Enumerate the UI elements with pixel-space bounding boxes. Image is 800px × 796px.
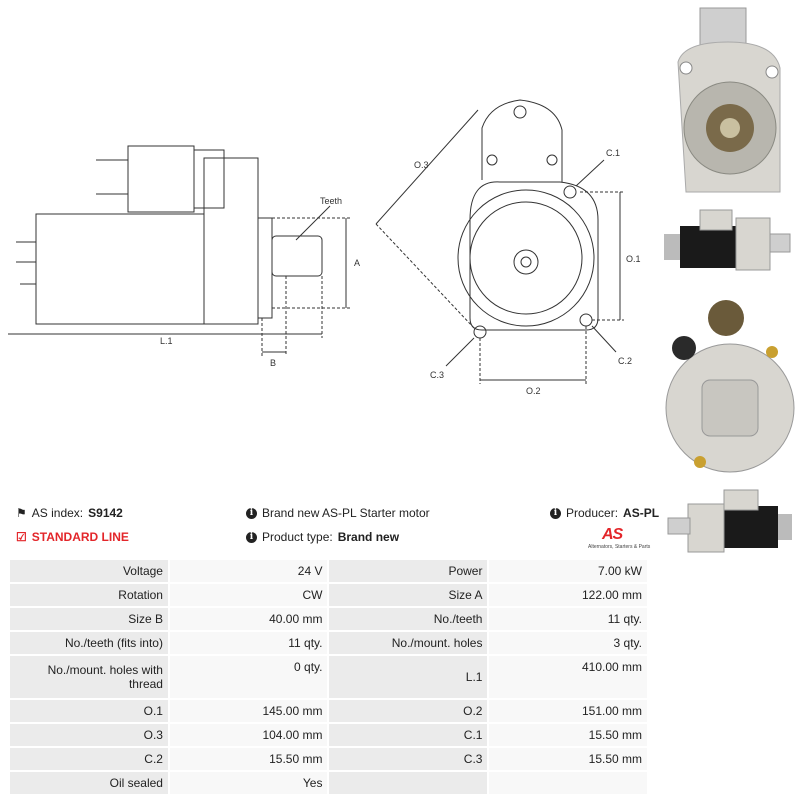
product-type-label: Product type: (262, 530, 333, 544)
motor-body-outline (35, 213, 205, 325)
producer-label: Producer: (566, 506, 619, 520)
spec-value: 40.00 mm (169, 608, 328, 630)
standard-line-text: STANDARD LINE (31, 530, 129, 544)
product-type-value: Brand new (337, 530, 400, 544)
spec-key: No./teeth (329, 608, 488, 630)
spec-value: 151.00 mm (489, 700, 647, 722)
spec-key: Oil sealed (10, 772, 168, 794)
spec-value: Yes (169, 772, 328, 794)
shaft-inner-circle (520, 256, 532, 268)
product-type-line: i Product type: Brand new (246, 530, 399, 544)
spec-value: 24 V (169, 560, 328, 582)
spec-value: 0 qty. (169, 656, 328, 698)
spec-value: 145.00 mm (169, 700, 328, 722)
spec-key: L.1 (329, 656, 488, 698)
label-c1: C.1 (606, 148, 620, 158)
spec-value: 15.50 mm (489, 748, 647, 770)
as-index-value: S9142 (88, 506, 123, 520)
spec-key: No./mount. holes with thread (10, 656, 168, 698)
spec-key: O.3 (10, 724, 168, 746)
spec-key: O.1 (10, 700, 168, 722)
spec-key: C.1 (329, 724, 488, 746)
info-icon: i (246, 507, 257, 519)
label-o2: O.2 (526, 386, 541, 396)
housing-circle (457, 189, 595, 327)
housing-inner-circle (469, 201, 583, 315)
producer-value: AS-PL (623, 506, 660, 520)
label-c2: C.2 (618, 356, 632, 366)
spec-key: No./mount. holes (329, 632, 488, 654)
logo-tagline: Alternators, Starters & Parts (588, 544, 651, 550)
brand-new-text: Brand new AS-PL Starter motor (262, 506, 430, 520)
starter-side-photo[interactable] (660, 204, 796, 280)
spec-key: Rotation (10, 584, 168, 606)
checkbox-icon: ☑ (16, 530, 27, 544)
label-o1: O.1 (626, 254, 641, 264)
producer-line: i Producer: AS-PL (550, 506, 659, 520)
starter-front-flange-photo[interactable] (664, 2, 794, 198)
spec-value (489, 772, 647, 794)
spec-value: 7.00 kW (489, 560, 647, 582)
spec-value: CW (169, 584, 328, 606)
label-c3: C.3 (430, 370, 444, 380)
flange-ear (481, 99, 563, 182)
spec-key: O.2 (329, 700, 488, 722)
spec-key: Power (329, 560, 488, 582)
spec-key: Size A (329, 584, 488, 606)
label-b: B (270, 358, 276, 368)
spec-value: 11 qty. (489, 608, 647, 630)
as-index-label: AS index: (31, 506, 84, 520)
spec-key: C.3 (329, 748, 488, 770)
hole-top (513, 105, 527, 119)
info-icon: i (550, 507, 561, 519)
label-teeth: Teeth (320, 196, 342, 206)
hole-c1 (563, 185, 577, 199)
spec-value: 122.00 mm (489, 584, 647, 606)
spec-key: Size B (10, 608, 168, 630)
technical-drawing: Teeth A L.1 B O.3 C.1 O.1 C.3 C.2 O.2 (8, 99, 641, 396)
spec-key: Voltage (10, 560, 168, 582)
hole-c3 (473, 325, 487, 339)
solenoid-outline (127, 145, 195, 213)
spec-value: 11 qty. (169, 632, 328, 654)
spec-value: 410.00 mm (489, 656, 647, 698)
flange-outline (469, 181, 599, 331)
starter-side-photo-2[interactable] (664, 486, 796, 562)
drive-housing-outline (203, 157, 259, 325)
spec-value: 104.00 mm (169, 724, 328, 746)
producer-logo: AS Alternators, Starters & Parts (588, 526, 650, 554)
label-l1: L.1 (160, 336, 173, 346)
spec-key: C.2 (10, 748, 168, 770)
spec-value: 15.50 mm (489, 724, 647, 746)
nose-outline (257, 217, 273, 319)
info-icon: i (246, 531, 257, 543)
spec-row: No./teeth (fits into)11 qty.No./mount. h… (10, 632, 647, 654)
logo-mark: AS (602, 526, 623, 543)
pinion-outline (271, 235, 323, 277)
spec-key: No./teeth (fits into) (10, 632, 168, 654)
spec-key (329, 772, 488, 794)
standard-line: ☑ STANDARD LINE (16, 530, 129, 544)
brand-new-line: i Brand new AS-PL Starter motor (246, 506, 430, 520)
hole-c2 (579, 313, 593, 327)
spec-value: 3 qty. (489, 632, 647, 654)
solenoid-cap (193, 149, 225, 209)
starter-rear-photo[interactable] (660, 292, 796, 480)
tags-icon: ⚑ (16, 506, 27, 520)
label-a: A (354, 258, 360, 268)
as-index: ⚑ AS index: S9142 (16, 506, 123, 520)
label-o3: O.3 (414, 160, 429, 170)
shaft-circle (513, 249, 539, 275)
spec-value: 15.50 mm (169, 748, 328, 770)
